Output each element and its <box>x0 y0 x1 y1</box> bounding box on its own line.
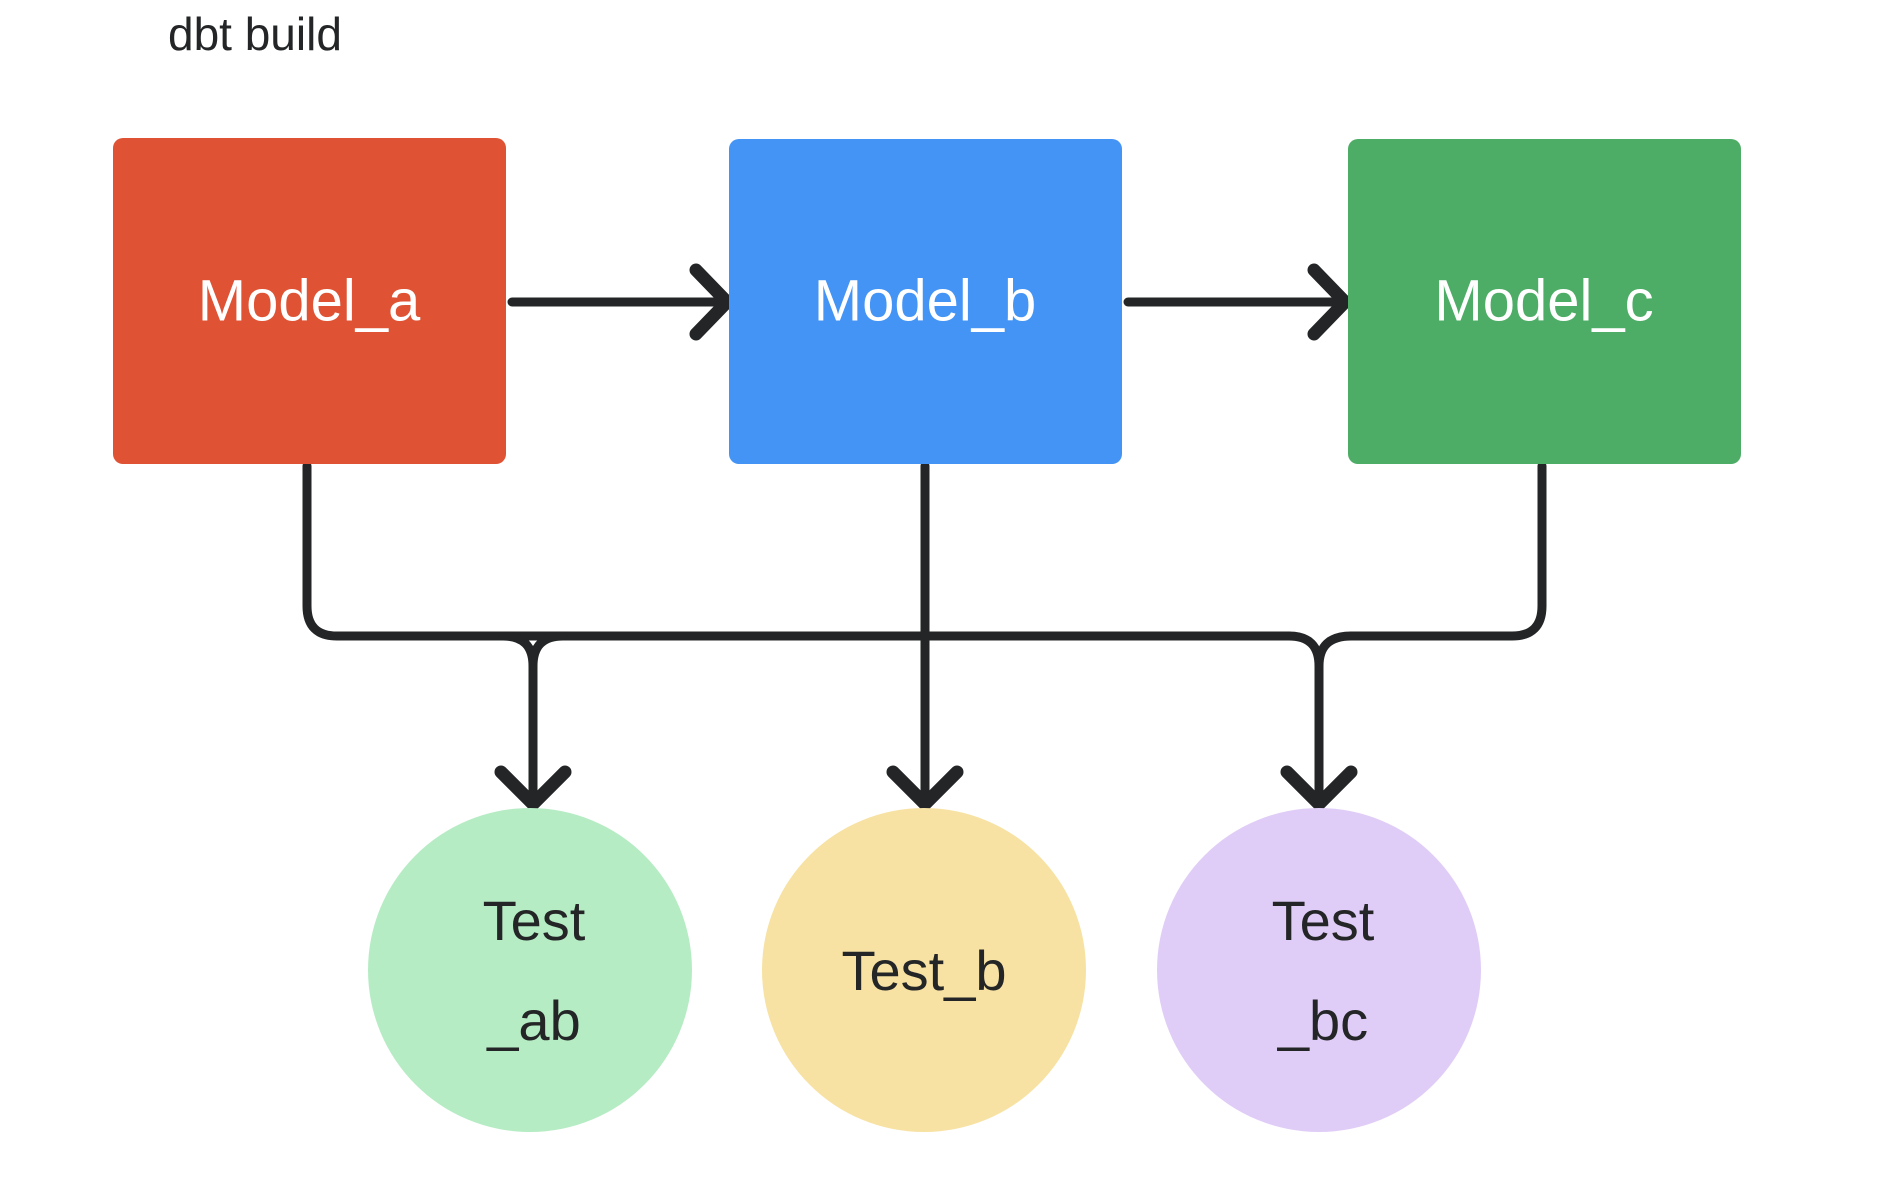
edge-rail-to-test-bc <box>1280 631 1358 811</box>
node-label: Model_a <box>198 268 421 333</box>
edge-line <box>1346 461 1547 641</box>
node-label-line-1: Test_b <box>842 939 1007 1002</box>
node-shape[interactable] <box>1157 808 1481 1132</box>
node-test-ab[interactable]: Test _ab <box>368 808 692 1132</box>
diagram-title: dbt build <box>168 8 342 60</box>
edge-model-a-to-test-ab <box>302 461 930 641</box>
node-model-c[interactable]: Model_c <box>1348 139 1741 464</box>
node-label: Model_c <box>1434 268 1653 333</box>
node-shape[interactable] <box>729 139 1122 464</box>
edge-model-b-to-model-c <box>1123 263 1352 341</box>
node-model-a[interactable]: Model_a <box>113 138 506 464</box>
node-label-line-1: Test <box>483 889 586 952</box>
edge-line <box>302 461 930 641</box>
edge-rail-junction-test-ab <box>528 631 568 671</box>
node-label-line-1: Test <box>1272 889 1375 952</box>
node-shape[interactable] <box>762 808 1086 1132</box>
arrow-head-icon <box>689 263 734 341</box>
model-nodes: Model_a Model_b Model_c <box>113 138 1741 464</box>
edge-line <box>528 631 568 671</box>
node-shape[interactable] <box>1348 139 1741 464</box>
node-shape[interactable] <box>113 138 506 464</box>
arrow-head-icon <box>1307 263 1352 341</box>
edge-line <box>1314 631 1356 671</box>
edge-model-c-to-test-bc <box>1346 461 1547 641</box>
node-model-b[interactable]: Model_b <box>729 139 1122 464</box>
node-test-b[interactable]: Test_b <box>762 808 1086 1132</box>
edge-model-a-to-model-b <box>507 263 734 341</box>
arrow-head-icon <box>494 765 572 811</box>
edge-layer <box>302 263 1547 811</box>
test-nodes: Test _ab Test_b Test _bc <box>368 808 1481 1132</box>
node-label: Model_b <box>814 268 1036 333</box>
arrow-head-icon <box>1280 765 1358 811</box>
node-label-line-2: _bc <box>1277 989 1368 1052</box>
node-shape[interactable] <box>368 808 692 1132</box>
node-label-line-2: _ab <box>486 989 580 1052</box>
arrow-head-icon <box>886 765 964 811</box>
node-test-bc[interactable]: Test _bc <box>1157 808 1481 1132</box>
